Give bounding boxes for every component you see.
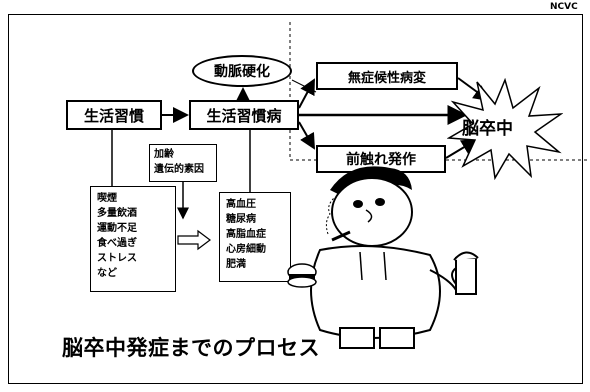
lifestyle-habit-box: 生活習慣 (66, 100, 162, 130)
risk-factor-box: 加齢 遺伝的素因 (149, 144, 217, 182)
asymptomatic-lesion-box: 無症候性病変 (316, 62, 458, 90)
habit-list: 喫煙 多量飲酒 運動不足 食べ過ぎ ストレス など (90, 186, 176, 292)
disease-item: 肥満 (226, 259, 246, 270)
habit-item: 喫煙 (97, 193, 117, 204)
atherosclerosis-ellipse: 動脈硬化 (192, 55, 292, 87)
habit-item: など (97, 268, 117, 279)
disease-list: 高血圧 糖尿病 高脂血症 心房細動 肥満 (219, 192, 291, 282)
slide-frame (8, 14, 583, 384)
smoking-man-illustration (287, 166, 479, 349)
habit-item: 食べ過ぎ (97, 238, 137, 249)
stroke-burst-icon (447, 78, 563, 180)
habit-item: 運動不足 (97, 223, 137, 234)
risk-factor-item: 加齢 (154, 149, 174, 160)
habit-item: 多量飲酒 (97, 208, 137, 219)
disease-item: 心房細動 (226, 244, 266, 255)
risk-factor-item: 遺伝的素因 (154, 164, 204, 175)
slide-title: 脳卒中発症までのプロセス (62, 336, 320, 360)
stroke-label: 脳卒中 (462, 119, 513, 139)
corner-label: NCVC (550, 2, 578, 12)
habit-item: ストレス (97, 253, 137, 264)
disease-item: 高血圧 (226, 199, 256, 210)
lifestyle-disease-box: 生活習慣病 (189, 100, 299, 130)
disease-item: 高脂血症 (226, 229, 266, 240)
warning-attack-box: 前触れ発作 (316, 145, 446, 173)
disease-item: 糖尿病 (226, 214, 256, 225)
